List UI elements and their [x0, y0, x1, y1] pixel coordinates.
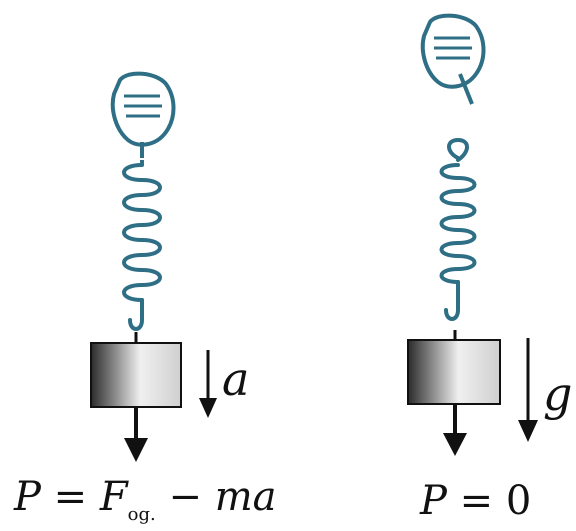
formula-left-minus: − [168, 474, 202, 520]
acceleration-label-a: a [222, 352, 249, 406]
formula-left-subscript: og. [128, 504, 156, 525]
formula-left-rhs: ma [215, 474, 277, 520]
arrow-down-icon [124, 407, 148, 462]
hand-icon [423, 16, 484, 104]
formula-left-lhs: P [14, 474, 41, 520]
formula-right-rhs: 0 [506, 478, 531, 524]
weight-block-icon [408, 330, 500, 404]
formula-right: P = 0 [420, 478, 531, 524]
arrow-down-icon [443, 404, 467, 456]
formula-right-equals: = [460, 478, 494, 524]
spring-icon [442, 140, 475, 319]
weight-block-icon [91, 332, 181, 407]
formula-right-lhs: P [420, 478, 447, 524]
formula-left: P = Fog. − ma [14, 474, 276, 520]
spring-icon [124, 160, 160, 329]
acceleration-label-g: g [543, 367, 572, 421]
formula-left-equals: = [54, 474, 88, 520]
formula-left-f: F [100, 474, 128, 520]
acceleration-arrow-icon [199, 350, 217, 418]
acceleration-arrow-icon [518, 338, 538, 442]
right-panel [408, 16, 538, 456]
hand-icon [113, 74, 174, 158]
left-panel [91, 74, 217, 462]
